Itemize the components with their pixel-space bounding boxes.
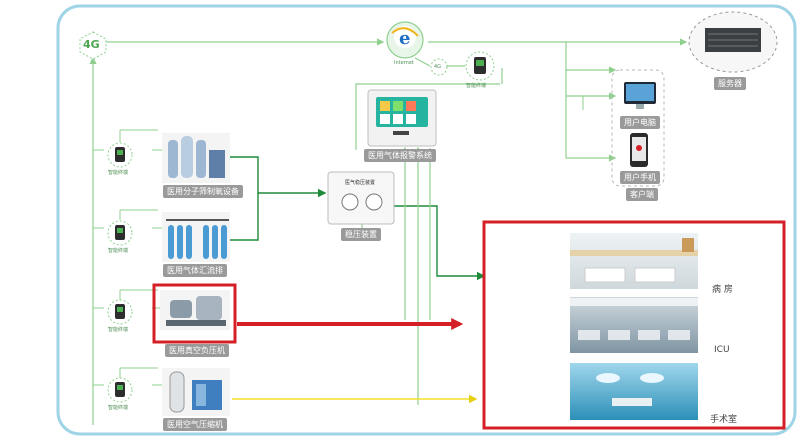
room-label-icu: ICU [714, 345, 730, 355]
4g-small-icon [430, 58, 448, 76]
monitor-icon-3 [107, 299, 133, 325]
top-terminal-label: 智能终端 [466, 83, 487, 89]
room-label-or: 手术室 [710, 415, 738, 425]
alarm-device [367, 89, 437, 147]
monitor-icon-2 [107, 220, 133, 246]
vacuum-highlight [152, 283, 237, 344]
source-label-1: 医用分子筛制氧设备 [163, 185, 243, 198]
svg-text:e: e [399, 28, 410, 49]
server-icon [688, 11, 778, 73]
pc-icon [624, 82, 656, 109]
monitor-icon-1 [107, 142, 133, 168]
source-label-4: 医用空气压缩机 [163, 418, 227, 431]
pressure-device [327, 171, 395, 225]
alarm-system-label: 医用气体报警系统 [364, 149, 436, 162]
vacuum-pump-image [160, 290, 230, 330]
4g-label: 4G [83, 38, 100, 51]
monitor-icon-4 [107, 377, 133, 403]
outer-frame [56, 4, 797, 436]
oxygen-generator-image [162, 133, 230, 183]
monitor-label-2: 智能终端 [108, 248, 129, 254]
gas-manifold-image [162, 212, 230, 262]
pressure-label: 稳压装置 [341, 228, 381, 241]
internet-label: Internet [394, 60, 414, 66]
air-compressor-image [162, 368, 230, 416]
client-side-label: 客户端 [626, 188, 658, 201]
monitor-label-4: 智能终端 [108, 405, 129, 411]
icu-image [570, 297, 698, 353]
4g-icon [79, 31, 107, 60]
monitor-label-1: 智能终端 [108, 170, 129, 176]
terminal-icon [465, 51, 495, 81]
ward-image [570, 233, 698, 289]
user-pc-label: 用户电脑 [620, 116, 660, 129]
user-phone-label: 用户手机 [620, 171, 660, 184]
room-label-ward: 病 房 [712, 285, 733, 295]
source-label-3: 医用真空负压机 [165, 344, 229, 357]
phone-icon [630, 133, 648, 167]
rooms-highlight [482, 220, 786, 430]
or-image [570, 363, 698, 420]
4g-small-label: 4G [434, 64, 442, 70]
monitor-label-3: 智能终端 [108, 327, 129, 333]
client-area [611, 69, 665, 187]
source-label-2: 医用气体汇流排 [163, 264, 227, 277]
server-label: 服务器 [714, 77, 746, 90]
pressure-title: 医气稳压装置 [345, 180, 376, 186]
internet-icon: e [386, 21, 424, 59]
